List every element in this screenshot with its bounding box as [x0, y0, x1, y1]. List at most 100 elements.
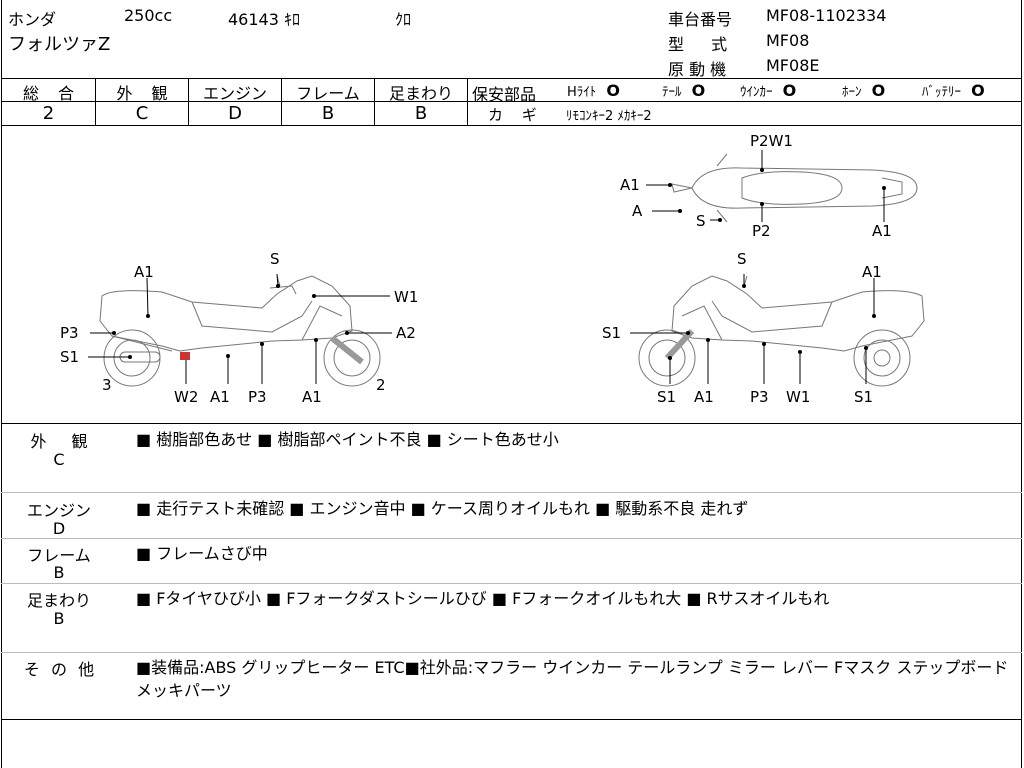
damage-diagram: S A1 W1 P3 A2 S1 3 2 W2 A1 P3 A1 S A1 S1… [60, 132, 925, 406]
type-label: 型 式 [668, 35, 728, 54]
safety-item-battery: ﾊﾞｯﾃﾘｰ O [922, 81, 985, 100]
label-a1: A1 [210, 388, 230, 406]
remarks-bottom [1, 719, 1022, 720]
remark-text: ■ 走行テスト未確認 ■ エンジン音中 ■ ケース周りオイルもれ ■ 駆動系不良… [136, 499, 749, 518]
maker: ホンダ [8, 10, 57, 29]
safety-item-horn: ﾎｰﾝ O [842, 81, 885, 100]
safety-item-headlight: Hﾗｲﾄ O [567, 81, 620, 100]
type-value: MF08 [766, 31, 810, 50]
chassis-label: 車台番号 [668, 10, 733, 29]
remark-text: ■装備品:ABS グリップヒーター ETC■社外品:マフラー ウインカー テール… [136, 658, 1009, 700]
label-s1: S1 [602, 324, 621, 342]
grade-frame-label: フレーム [296, 84, 360, 103]
remark-text: ■ 樹脂部色あせ ■ 樹脂部ペイント不良 ■ シート色あせ小 [136, 430, 559, 449]
safety-item-mark: O [782, 81, 797, 100]
safety-item-name: ﾃｰﾙ [662, 85, 682, 100]
displacement: 250cc [124, 6, 173, 25]
label-a1: A1 [694, 388, 714, 406]
safety-item-name: ﾎｰﾝ [842, 85, 862, 100]
grade-row-top [1, 78, 1022, 79]
grade-row-mid [1, 101, 467, 102]
safety-item-mark: O [606, 81, 621, 100]
remark-category: そ の 他 [23, 660, 95, 679]
remark-text: ■ Fタイヤひび小 ■ Fフォークダストシールひび ■ Fフォークオイルもれ大 … [136, 589, 830, 608]
label-2: 2 [376, 376, 386, 394]
color: ｸﾛ [395, 10, 412, 29]
safety-mid [467, 101, 1022, 102]
remark-category: 足まわり [26, 591, 91, 610]
remarks-sep-3 [1, 583, 1022, 584]
label-p2: P2 [752, 222, 771, 240]
grade-col-3 [281, 78, 282, 125]
grade-overall-value: 2 [42, 103, 55, 124]
label-s1: S1 [60, 348, 79, 366]
grade-exterior-label: 外 観 [116, 84, 168, 103]
damage-mark [180, 352, 190, 360]
remark-category: エンジン [26, 501, 91, 520]
chassis-value: MF08-1102334 [766, 6, 887, 25]
grade-col-1 [95, 78, 96, 125]
label-a1: A1 [862, 263, 882, 281]
label-s: S [696, 212, 706, 230]
label-s: S [270, 250, 280, 268]
border-right [1021, 0, 1022, 768]
grade-engine-label: エンジン [202, 84, 267, 103]
remark-grade: B [53, 563, 65, 582]
label-a2: A2 [396, 324, 416, 342]
remark-text: ■ フレームさび中 [136, 544, 268, 563]
remark-category: 外 観 [30, 432, 88, 451]
leader-lines [88, 150, 885, 384]
remark-grade: D [52, 519, 66, 538]
safety-label: 保安部品 [472, 85, 537, 104]
label-a1: A1 [872, 222, 892, 240]
grade-suspension-label: 足まわり [388, 84, 453, 103]
remark-category: フレーム [27, 546, 91, 565]
engine-label: 原 動 機 [668, 60, 727, 79]
scooter-side-right [638, 275, 925, 387]
keys-value: ﾘﾓｺﾝｷｰ2 ﾒｶｷｰ2 [566, 109, 652, 124]
safety-item-name: Hﾗｲﾄ [567, 85, 597, 100]
label-a1: A1 [134, 263, 154, 281]
model-name: フォルツァZ [8, 34, 111, 55]
label-p2w1: P2W1 [750, 132, 793, 150]
label-w1: W1 [786, 388, 810, 406]
remark-grade: C [53, 450, 65, 469]
mileage: 46143 ｷﾛ [228, 10, 300, 29]
grade-engine-value: D [228, 103, 242, 124]
grade-col-5 [467, 78, 468, 125]
label-3: 3 [102, 376, 112, 394]
safety-item-name: ｳｲﾝｶｰ [740, 85, 773, 100]
label-p3: P3 [60, 324, 79, 342]
remarks-sep-4 [1, 652, 1022, 653]
label-w2: W2 [174, 388, 198, 406]
grade-suspension-value: B [414, 103, 428, 124]
label-p3: P3 [750, 388, 769, 406]
label-a1: A1 [620, 176, 640, 194]
remark-grade: B [53, 609, 65, 628]
label-s1: S1 [657, 388, 676, 406]
grade-exterior-value: C [135, 103, 149, 124]
remarks-top [1, 423, 1022, 424]
label-w1: W1 [394, 288, 418, 306]
grade-frame-value: B [321, 103, 335, 124]
border-left [1, 0, 2, 768]
engine-value: MF08E [766, 56, 820, 75]
safety-item-name: ﾊﾞｯﾃﾘｰ [922, 85, 961, 100]
label-a1: A1 [302, 388, 322, 406]
label-s1: S1 [854, 388, 873, 406]
label-a: A [632, 202, 643, 220]
grade-overall-label: 総 合 [22, 84, 75, 103]
remarks-sep-1 [1, 492, 1022, 493]
leader-dots [112, 168, 886, 360]
keys-label: カ ギ [488, 106, 537, 124]
safety-item-mark: O [871, 81, 886, 100]
scooter-top [671, 153, 918, 223]
remarks-sep-2 [1, 538, 1022, 539]
grade-col-4 [374, 78, 375, 125]
safety-item-tail: ﾃｰﾙ O [662, 81, 705, 100]
safety-item-mark: O [971, 81, 985, 100]
safety-item-winker: ｳｲﾝｶｰ O [740, 81, 796, 100]
grade-col-2 [188, 78, 189, 125]
label-p3: P3 [248, 388, 267, 406]
safety-item-mark: O [691, 81, 706, 100]
